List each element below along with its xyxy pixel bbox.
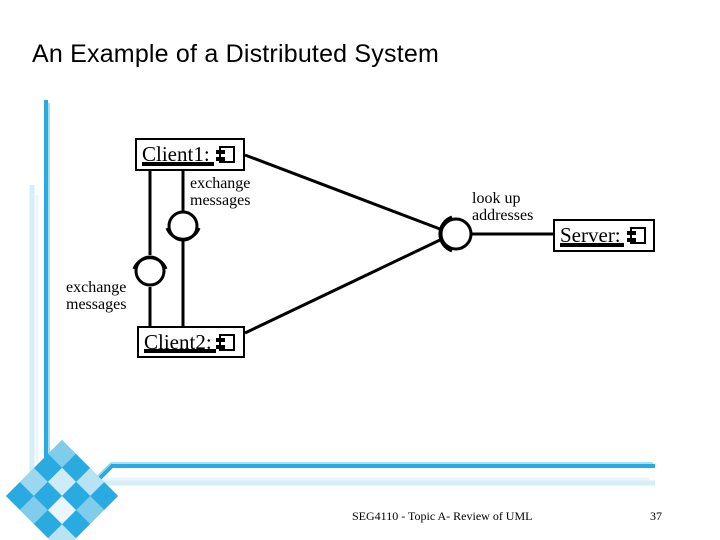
interface-ball-exchange-messages-left [132,255,168,287]
component-icon [216,334,235,351]
interface-label-line1: look up [472,190,521,207]
instance-underline [144,349,216,353]
interface-ball-look-up-addresses [438,215,473,253]
component-node-client2[interactable]: Client2: [137,326,245,358]
interface-ball-exchange-messages-top [165,210,201,242]
instance-underline [142,162,214,166]
footer-course-label: SEG4110 - Topic A- Review of UML [352,509,533,523]
component-icon [627,227,646,244]
interface-label-line2: messages [66,296,127,313]
interface-label-line1: exchange [66,279,127,296]
footer-page-number: 37 [650,509,662,523]
component-icon [216,146,235,163]
interface-label-line1: exchange [190,175,251,192]
component-node-client1[interactable]: Client1: [135,138,245,171]
interface-label-exchange-messages-left: exchange messages [66,279,126,313]
interface-label-look-up-addresses: look up addresses [472,190,533,224]
interface-label-exchange-messages-top: exchange messages [190,175,250,209]
instance-underline [560,243,624,247]
component-node-server[interactable]: Server: [553,219,655,252]
interface-label-line2: messages [190,192,251,209]
page-title: An Example of a Distributed System [32,40,439,68]
interface-label-line2: addresses [472,207,534,224]
